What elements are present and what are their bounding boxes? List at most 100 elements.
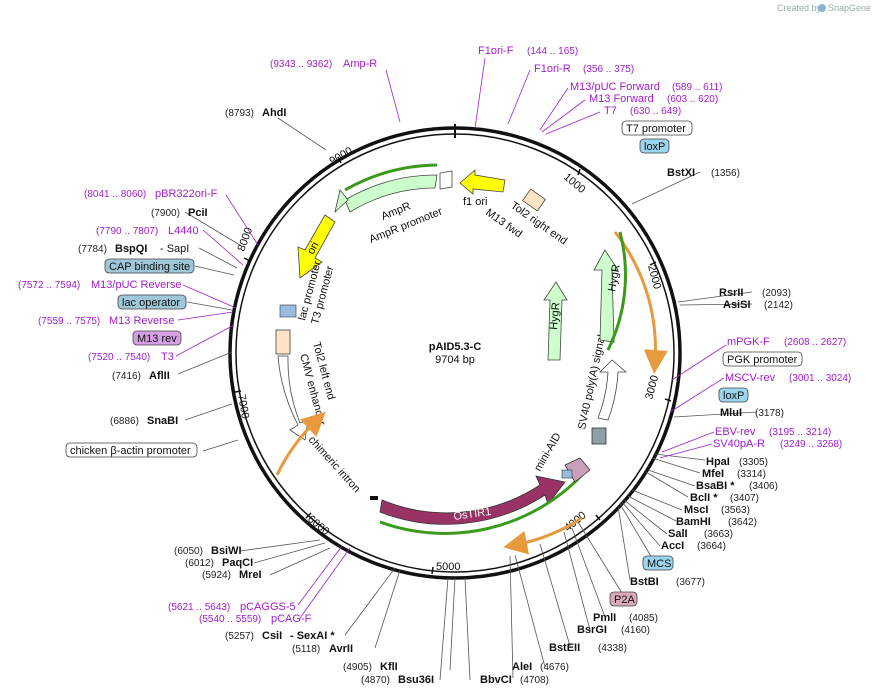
pbr322-pos: (8041 .. 8060) xyxy=(84,189,146,200)
avrii-pos: (5118) xyxy=(292,644,320,655)
hpai-pos: (3305) xyxy=(739,457,768,468)
alei-name: AleI xyxy=(512,661,532,673)
ori-feature xyxy=(297,214,336,279)
mlui-name: MluI xyxy=(720,407,742,419)
bsteii-pos: (4338) xyxy=(598,643,627,654)
lac-operator-label: lac operator xyxy=(122,297,180,309)
mcs-label: MCS xyxy=(647,558,671,570)
l4440-pos: (7790 .. 7807) xyxy=(96,226,158,237)
acci-pos: (3664) xyxy=(697,541,726,552)
loxp2-label: loxP xyxy=(723,390,744,402)
f1ori-r-pos: (356 .. 375) xyxy=(583,64,634,75)
mfei-pos: (3314) xyxy=(737,469,766,480)
actin-promoter-label: chicken β-actin promoter xyxy=(70,445,191,457)
mscv-rev-name: MSCV-rev xyxy=(725,372,776,384)
ebv-rev-name: EBV-rev xyxy=(715,426,756,438)
bcli-pos: (3407) xyxy=(730,493,759,504)
t7-promoter-box xyxy=(621,120,693,136)
t3-primer-pos: (7520 .. 7540) xyxy=(88,352,150,363)
m13puc-rev-pos: (7572 .. 7594) xyxy=(18,280,80,291)
orange-arrow-bottom xyxy=(503,516,583,555)
pgk-promoter-label: PGK promoter xyxy=(727,354,798,366)
pcii-pos: (7900) xyxy=(151,208,180,219)
plasmid-name: pAID5.3-C xyxy=(429,341,482,353)
t7-promoter-label: T7 promoter xyxy=(626,123,686,135)
csii-name: CsiI xyxy=(262,630,282,642)
snabi-pos: (6886) xyxy=(110,416,139,427)
tick-7000: 7000 xyxy=(235,393,251,419)
sali-pos: (3663) xyxy=(704,529,733,540)
csii-pos: (5257) xyxy=(225,631,254,642)
m13-rev-box xyxy=(132,330,182,346)
hygr-green-arc xyxy=(606,231,627,351)
snapgene-logo-icon xyxy=(818,4,826,12)
enzyme-labels: (8793) AhdI BstXI (1356) (7900) PciI (77… xyxy=(78,107,793,686)
paqci-name: PaqCI xyxy=(222,557,253,569)
m13-forward-pos: (603 .. 620) xyxy=(667,94,718,105)
backbone-inner xyxy=(235,133,675,573)
mrei-name: MreI xyxy=(239,569,262,581)
rsrii-pos: (2093) xyxy=(762,288,791,299)
m13-reverse-name: M13 Reverse xyxy=(109,315,174,327)
hygr-label-2: HygR xyxy=(548,302,562,331)
plasmid-size: 9704 bp xyxy=(435,354,475,366)
ostir1-feature xyxy=(379,473,584,535)
snabi-name: SnaBI xyxy=(147,415,178,427)
pmli-name: PmlI xyxy=(593,612,616,624)
kfli-pos: (4905) xyxy=(343,662,372,673)
bsu36i-pos: (4870) xyxy=(361,675,390,686)
f1-ori-feature xyxy=(459,169,506,195)
hygr-label-1: HygR xyxy=(606,263,623,292)
bsu36i-name: Bsu36I xyxy=(398,674,434,686)
alei-pos: (4676) xyxy=(540,662,569,673)
primer-labels: (9343 .. 9362) Amp-R F1ori-F (144 .. 165… xyxy=(18,45,851,625)
f1ori-f-name: F1ori-F xyxy=(478,45,514,57)
m13-forward-name: M13 Forward xyxy=(589,93,654,105)
hygr-feature-1 xyxy=(593,249,619,343)
bsabi-pos: (3406) xyxy=(749,481,778,492)
ampr-r-name: Amp-R xyxy=(343,58,377,70)
bspqi-extra: - SapI xyxy=(160,243,189,255)
pbr322-name: pBR322ori-F xyxy=(155,188,218,200)
lac-operator-feature xyxy=(279,304,297,318)
mpgk-f-pos: (2608 .. 2627) xyxy=(784,337,846,348)
orange-arrow-left xyxy=(275,411,326,476)
pcag-f-pos: (5540 .. 5559) xyxy=(199,614,261,625)
kfli-name: KflI xyxy=(380,661,398,673)
ampr-promoter-feature xyxy=(439,170,453,190)
m13puc-fwd-name: M13/pUC Forward xyxy=(570,81,660,93)
ebv-rev-pos: (3195 .. 3214) xyxy=(769,427,831,438)
ostir1-label: OsTIR1 xyxy=(453,506,492,523)
t7-primer-pos: (630 .. 649) xyxy=(630,106,681,117)
mpgk-f-name: mPGK-F xyxy=(727,336,770,348)
bbvci-name: BbvCI xyxy=(480,674,512,686)
bbvci-pos: (4708) xyxy=(520,675,549,686)
m13-reverse-pos: (7559 .. 7575) xyxy=(38,316,100,327)
p2a-label: P2A xyxy=(614,594,635,606)
sv40pa-r-name: SV40pA-R xyxy=(713,438,765,450)
m13puc-fwd-pos: (589 .. 611) xyxy=(672,82,722,93)
bcli-name: BclI * xyxy=(690,492,718,504)
pcii-name: PciI xyxy=(188,207,208,219)
pgk-promoter-box xyxy=(722,351,803,367)
bspqi-pos: (7784) xyxy=(78,244,107,255)
cap-site-label: CAP binding site xyxy=(109,261,190,273)
mfei-name: MfeI xyxy=(702,468,724,480)
mscv-rev-pos: (3001 .. 3024) xyxy=(789,373,851,384)
avrii-name: AvrII xyxy=(329,643,353,655)
bamhi-name: BamHI xyxy=(676,516,711,528)
m13puc-rev-name: M13/pUC Reverse xyxy=(91,279,181,291)
hpai-name: HpaI xyxy=(706,456,730,468)
actin-promoter-box xyxy=(65,442,198,458)
f1ori-r-name: F1ori-R xyxy=(534,63,571,75)
loxp1-label: loxP xyxy=(644,141,665,153)
chimeric-intron-label: chimeric intron xyxy=(306,434,363,495)
tick-6000: 6000 xyxy=(305,513,331,538)
credit-brand: SnapGene xyxy=(828,3,871,13)
tick-8000: 8000 xyxy=(236,226,256,253)
loxp2-box xyxy=(718,387,749,403)
l4440-name: L4440 xyxy=(168,225,199,237)
f1ori-f-pos: (144 .. 165) xyxy=(527,46,578,57)
ahdi-pos: (8793) xyxy=(225,108,254,119)
